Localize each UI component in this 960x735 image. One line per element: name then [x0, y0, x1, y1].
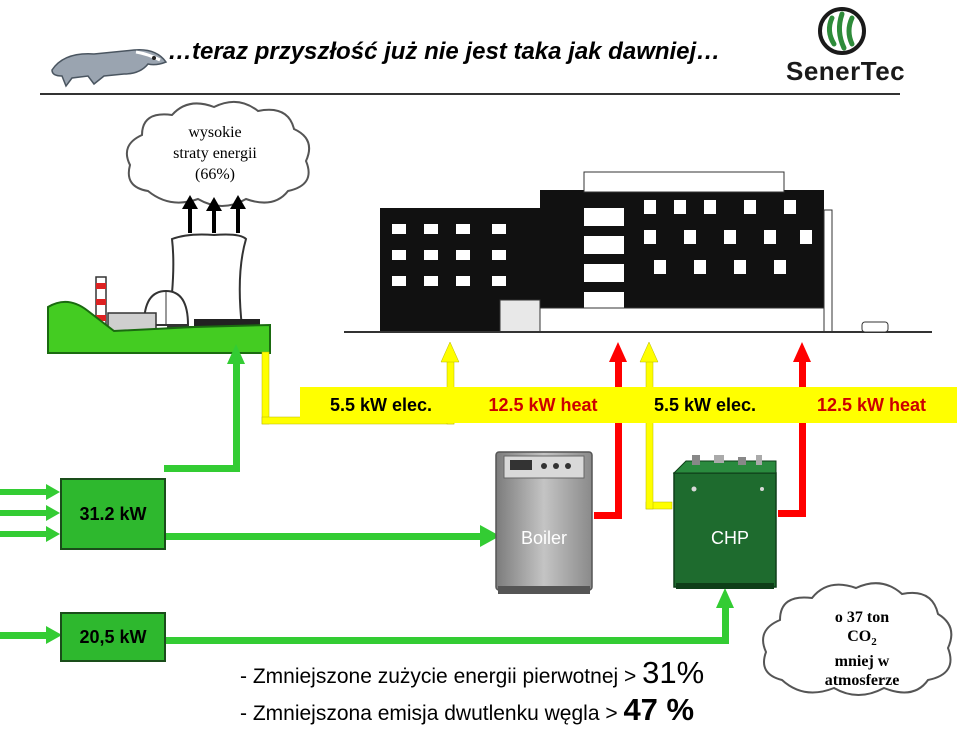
title-divider: [40, 93, 900, 95]
co2-cloud: [762, 582, 953, 696]
fuel-to-boiler-arrow: [164, 525, 500, 547]
chp-unit-icon: [672, 455, 777, 589]
co2-cloud-line3: mniej w: [834, 653, 890, 671]
savings-co2-value: 47 %: [623, 692, 695, 727]
chp-heat-arrow: [778, 342, 811, 517]
output-label-grid-heat: 12.5 kW heat: [488, 394, 598, 415]
savings-co2-text: - Zmniejszona emisja dwutlenku węgla >: [240, 702, 624, 725]
co2-cloud-line2: CO2: [782, 627, 942, 652]
boiler-heat-arrow: [594, 342, 627, 519]
brand-name: SenerTec: [786, 56, 906, 86]
boiler-label: Boiler: [520, 528, 568, 548]
loss-cloud: [126, 100, 310, 207]
output-label-bar: [300, 387, 957, 423]
savings-energy-text: - Zmniejszone zużycie energii pierwotnej…: [240, 665, 643, 688]
co2-cloud-line1: o 37 ton: [834, 609, 890, 626]
loss-cloud-text: wysokie straty energii (66%): [140, 122, 290, 185]
chp-label: CHP: [710, 528, 749, 548]
fuel-input-arrow-chp: [0, 626, 62, 644]
building-illustration: [344, 171, 932, 333]
fuel-to-power-plant-arrow: [164, 344, 245, 472]
chp-electricity-arrow: [639, 341, 673, 510]
fuel-input-arrows-conventional: [0, 484, 60, 542]
boiler-unit-icon: [495, 451, 593, 594]
input-box-chp: 20,5 kW: [60, 612, 166, 662]
co2-formula-subscript: 2: [871, 636, 877, 649]
co2-formula: CO: [847, 628, 872, 645]
loss-cloud-line1: wysokie: [188, 124, 242, 141]
co2-cloud-line4: atmosferze: [824, 672, 900, 690]
power-plant-illustration: [47, 195, 271, 354]
co2-cloud-text: o 37 ton CO2 mniej w atmosferze: [782, 608, 942, 690]
output-label-grid-elec: 5.5 kW elec.: [329, 394, 433, 415]
page-title: …teraz przyszłość już nie jest taka jak …: [168, 38, 721, 65]
loss-cloud-line3: (66%): [195, 166, 235, 183]
badger-logo-icon: [51, 49, 168, 88]
savings-line-energy: - Zmniejszone zużycie energii pierwotnej…: [240, 655, 704, 691]
senertec-logo-icon: [818, 7, 866, 55]
output-label-chp-heat: 12.5 kW heat: [816, 394, 927, 415]
input-box-conventional: 31.2 kW: [60, 478, 166, 550]
output-label-chp-elec: 5.5 kW elec.: [653, 394, 757, 415]
loss-cloud-line2: straty energii: [173, 145, 257, 162]
fuel-to-chp-arrow: [164, 588, 734, 644]
savings-energy-value: 31%: [642, 655, 705, 690]
savings-line-co2: - Zmniejszona emisja dwutlenku węgla > 4…: [240, 692, 694, 728]
